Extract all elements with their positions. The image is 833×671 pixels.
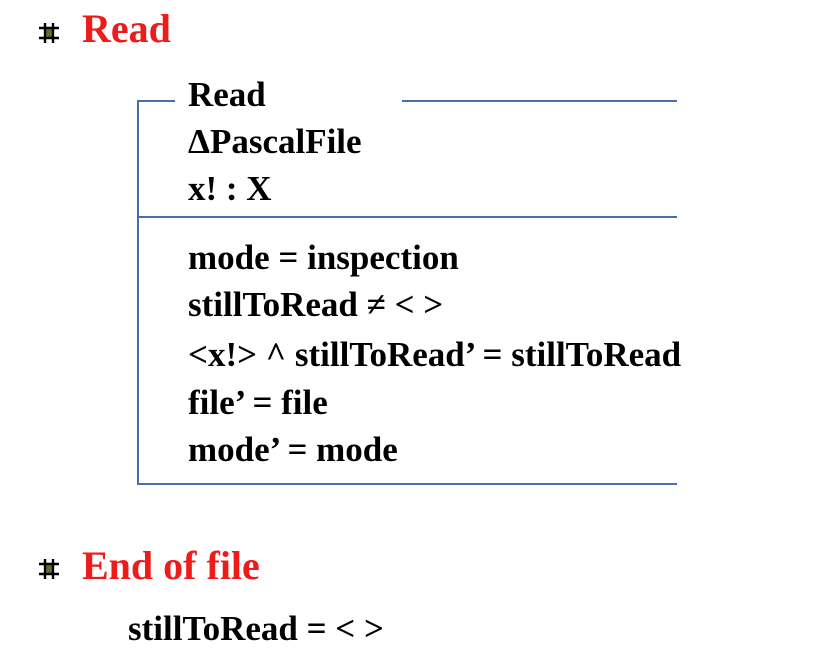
schema-predicate: file’ = file	[188, 383, 328, 422]
schema-bottom-line	[137, 483, 677, 485]
section-heading-read: Read	[82, 6, 171, 51]
schema-declaration: ΔPascalFile	[188, 122, 362, 161]
end-of-file-condition: stillToRead = < >	[128, 609, 384, 648]
schema-predicate: <x!> ^ stillToRead’ = stillToRead	[188, 335, 682, 374]
hash-bullet-icon	[39, 559, 59, 579]
schema-predicate: stillToRead ≠ < >	[188, 285, 444, 324]
schema-declaration: x! : X	[188, 169, 272, 208]
schema-predicate: mode’ = mode	[188, 430, 398, 469]
schema-name: Read	[188, 75, 266, 114]
schema-divider-line	[137, 216, 677, 218]
schema-left-line	[137, 100, 139, 485]
section-heading-end-of-file: End of file	[82, 543, 260, 588]
hash-bullet-icon	[39, 23, 59, 43]
schema-predicate: mode = inspection	[188, 238, 459, 277]
schema-top-left-line	[137, 100, 175, 102]
schema-top-right-line	[402, 100, 677, 102]
